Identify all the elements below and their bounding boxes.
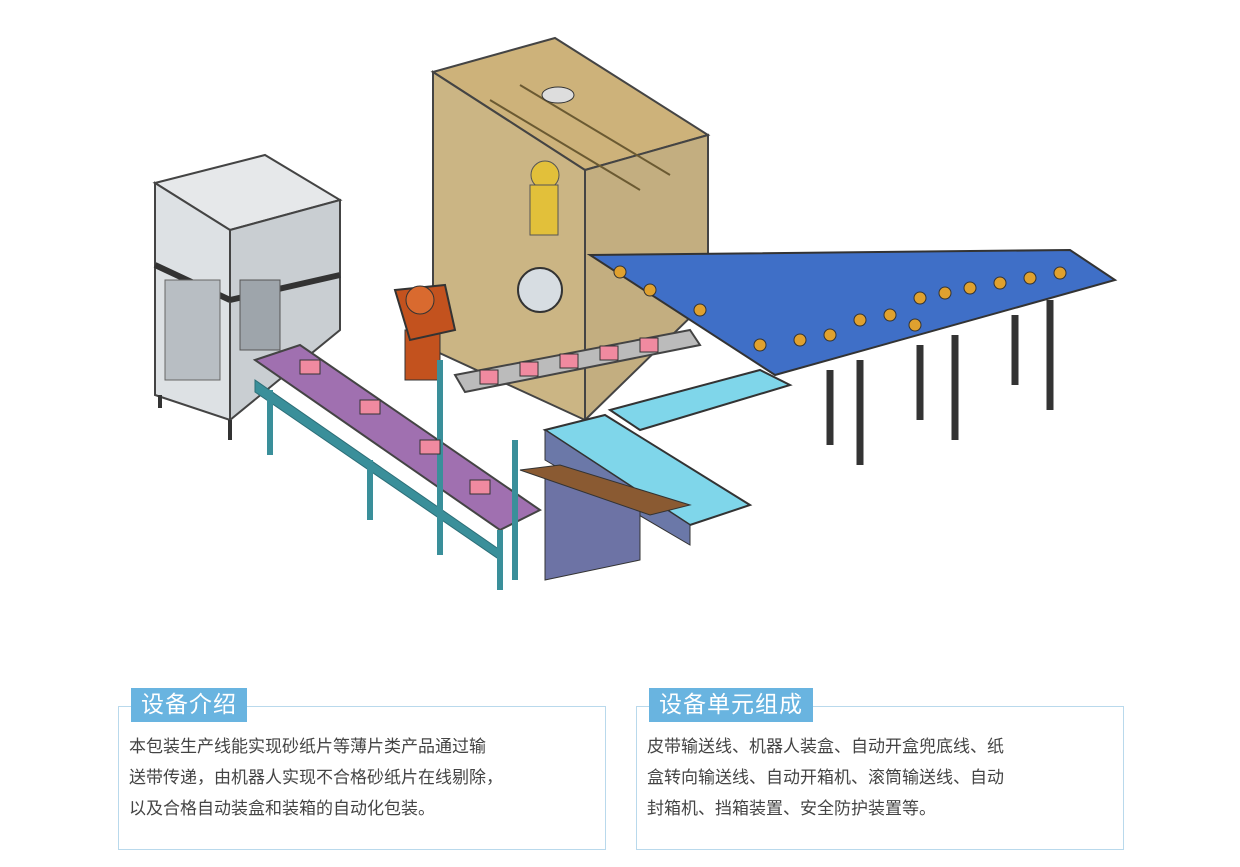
units-line: 封箱机、挡箱装置、安全防护装置等。 [647, 799, 936, 819]
intro-line: 本包装生产线能实现砂纸片等薄片类产品通过输 [129, 737, 486, 757]
units-panel: 设备单元组成 皮带输送线、机器人装盒、自动开盒兜底线、纸 盒转向输送线、自动开箱… [636, 688, 1124, 850]
upper-box-conveyor [453, 267, 702, 394]
intro-title: 设备介绍 [131, 688, 247, 722]
left-cartoning-machine [152, 153, 343, 440]
packaging-line-illustration [152, 36, 1118, 590]
roller-conveyor [519, 368, 793, 581]
belt-conveyor [586, 248, 1118, 465]
intro-text: 本包装生产线能实现砂纸片等薄片类产品通过输 送带传递，由机器人实现不合格砂纸片在… [129, 732, 565, 825]
orange-robot [393, 283, 457, 381]
intro-line: 送带传递，由机器人实现不合格砂纸片在线剔除， [129, 768, 503, 788]
intro-line: 以及合格自动装盒和装箱的自动化包装。 [129, 799, 435, 819]
intro-panel: 设备介绍 本包装生产线能实现砂纸片等薄片类产品通过输 送带传递，由机器人实现不合… [118, 688, 606, 850]
units-text: 皮带输送线、机器人装盒、自动开盒兜底线、纸 盒转向输送线、自动开箱机、滚筒输送线… [647, 732, 1083, 825]
units-line: 盒转向输送线、自动开箱机、滚筒输送线、自动 [647, 768, 1004, 788]
units-line: 皮带输送线、机器人装盒、自动开盒兜底线、纸 [647, 737, 1004, 757]
units-title: 设备单元组成 [649, 688, 813, 722]
box-conveyor [252, 343, 542, 590]
